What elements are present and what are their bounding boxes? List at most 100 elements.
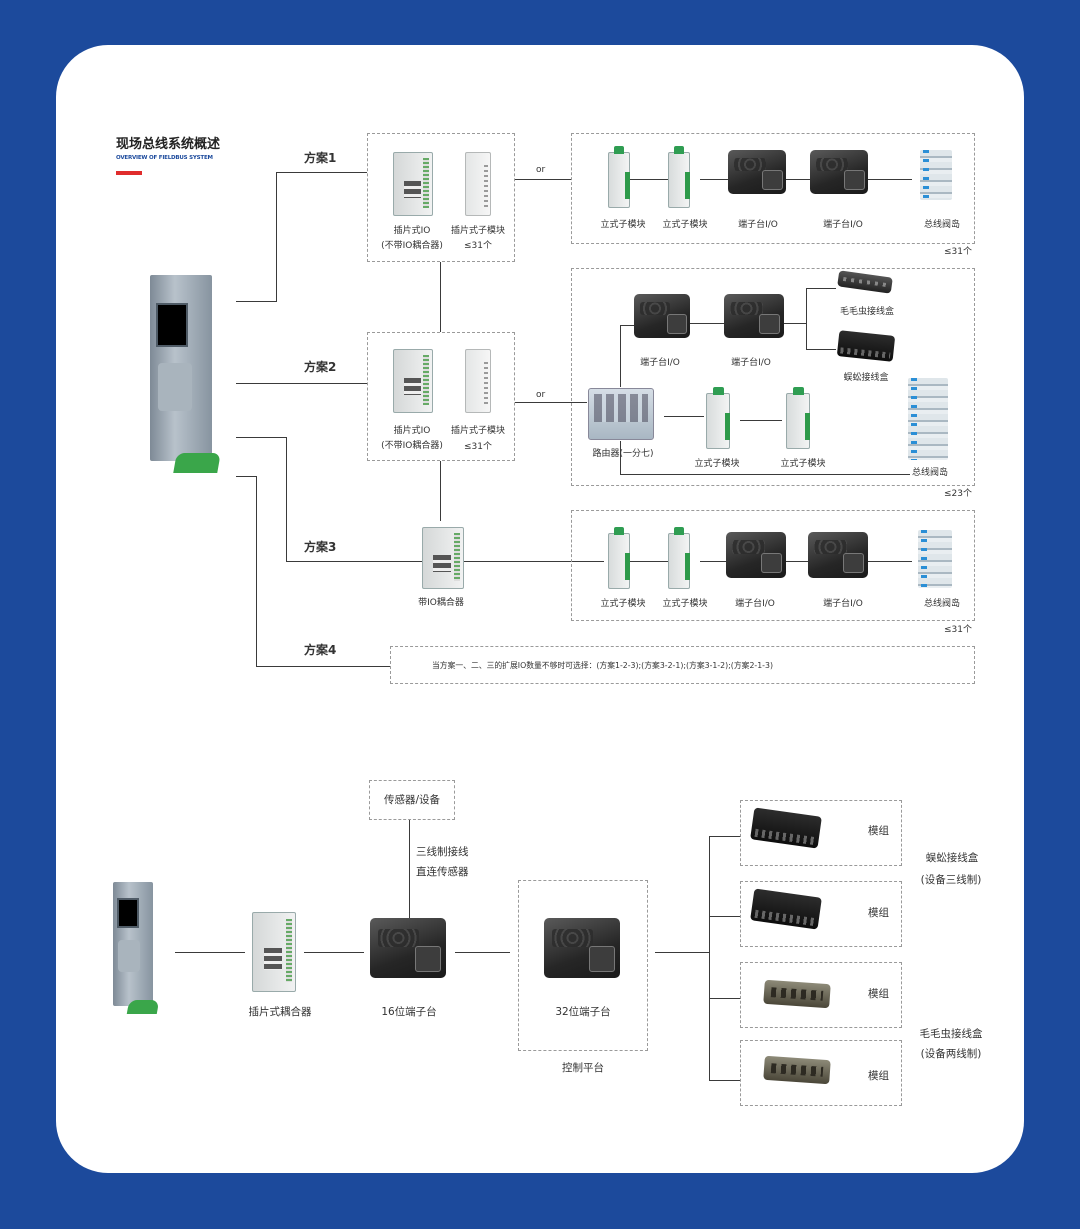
plc-controller xyxy=(150,275,212,461)
plan-3-label: 方案3 xyxy=(304,540,337,554)
connector-line xyxy=(440,262,441,332)
plc-keypad xyxy=(118,940,140,972)
or-label: or xyxy=(536,390,546,400)
connector-line xyxy=(236,437,286,438)
pluggable-io-label: 插片式IO xyxy=(393,226,431,236)
plan-2-pluggable-group xyxy=(367,332,515,461)
spider-box-label: 蜈蚣接线盒 xyxy=(843,373,889,383)
wiring-note: 三线制接线 xyxy=(416,846,469,858)
connector-line xyxy=(709,916,741,917)
pluggable-io-device xyxy=(393,152,433,216)
plan-1-limit: ≤31个 xyxy=(944,247,972,257)
plan-1-label: 方案1 xyxy=(304,151,337,165)
plan-3-expansion-group xyxy=(571,510,975,621)
chain-line xyxy=(740,420,782,421)
terminal-32-device xyxy=(544,918,620,978)
router-device xyxy=(588,388,654,440)
plc-screen xyxy=(117,898,139,928)
io-coupler-device xyxy=(422,527,464,589)
plan-4-note: 当方案一、二、三的扩展IO数量不够时可选择：(方案1-2-3);(方案3-2-1… xyxy=(432,661,773,670)
page-subtitle: OVERVIEW OF FIELDBUS SYSTEM xyxy=(116,155,213,161)
terminal-io-device xyxy=(724,294,784,338)
connector-line xyxy=(256,476,257,667)
terminal-io-device xyxy=(728,150,786,194)
plan-4-label: 方案4 xyxy=(304,643,337,657)
wiring-note: 直连传感器 xyxy=(416,866,469,878)
pluggable-coupler-label: 插片式耦合器 xyxy=(248,1006,312,1018)
chain-line xyxy=(620,474,910,475)
router-label: 路由器(一分七) xyxy=(592,449,654,459)
chain-line xyxy=(620,325,621,387)
pluggable-io-label: 插片式IO xyxy=(393,426,431,436)
control-platform-label: 控制平台 xyxy=(562,1062,604,1074)
module-box xyxy=(740,962,902,1028)
connector-line xyxy=(304,952,364,953)
vertical-submodule-device xyxy=(668,146,690,208)
io-coupler-label: 带IO耦合器 xyxy=(418,598,464,608)
plan-1-pluggable-group xyxy=(367,133,515,262)
terminal-16-label: 16位端子台 xyxy=(381,1006,437,1018)
valve-island-device xyxy=(918,530,952,588)
connector-line xyxy=(655,952,710,953)
chain-label: 立式子模块 xyxy=(600,220,646,230)
connector-line xyxy=(286,437,287,561)
chain-line xyxy=(700,561,728,562)
connector-line xyxy=(286,561,422,562)
pluggable-submodule-label: 插片式子模块 xyxy=(450,226,505,236)
connector-line xyxy=(276,172,277,302)
terminal-32-label: 32位端子台 xyxy=(555,1006,611,1018)
caterpillar-box-label: 毛毛虫接线盒 xyxy=(839,307,894,317)
pluggable-submodule-device xyxy=(465,349,491,413)
connector-line xyxy=(709,998,741,999)
chain-label: 端子台I/O xyxy=(738,220,778,230)
chain-label: 端子台I/O xyxy=(823,599,863,609)
pluggable-submodule-label: 插片式子模块 xyxy=(450,426,505,436)
plc-screen xyxy=(156,303,188,347)
connector-line xyxy=(709,1080,741,1081)
chain-label: 立式子模块 xyxy=(662,220,708,230)
chain-line xyxy=(806,288,836,289)
plan-2-label: 方案2 xyxy=(304,360,337,374)
chain-line xyxy=(620,325,634,326)
connector-line xyxy=(464,561,604,562)
terminal-io-label: 端子台I/O xyxy=(640,358,680,368)
pluggable-coupler-device xyxy=(252,912,296,992)
terminal-io-label: 端子台I/O xyxy=(731,358,771,368)
chain-label: 端子台I/O xyxy=(823,220,863,230)
connector-line xyxy=(409,820,410,918)
chain-line xyxy=(786,561,808,562)
terminal-io-device xyxy=(810,150,868,194)
connector-line xyxy=(276,172,367,173)
spider-box-subtitle: (设备三线制) xyxy=(920,874,982,886)
valve-island-label: 总线阀岛 xyxy=(911,468,948,478)
plan-3-limit: ≤31个 xyxy=(944,625,972,635)
terminal-io-device xyxy=(634,294,690,338)
chain-line xyxy=(806,288,807,350)
vertical-submodule-device xyxy=(668,527,690,589)
pluggable-io-device xyxy=(393,349,433,413)
connector-line xyxy=(256,666,390,667)
chain-line xyxy=(628,561,668,562)
module-label: 模组 xyxy=(868,1070,889,1082)
pluggable-submodule-device xyxy=(465,152,491,216)
connector-line xyxy=(236,476,256,477)
module-box xyxy=(740,881,902,947)
content-card xyxy=(56,45,1024,1173)
valve-island-device xyxy=(908,378,948,460)
vertical-submodule-device xyxy=(608,146,630,208)
chain-line xyxy=(784,323,806,324)
chain-label: 立式子模块 xyxy=(600,599,646,609)
caterpillar-box-device xyxy=(763,979,831,1009)
chain-line xyxy=(628,179,668,180)
plc-keypad xyxy=(158,363,192,411)
module-label: 模组 xyxy=(868,988,889,1000)
caterpillar-box-device xyxy=(763,1055,831,1085)
sensor-box xyxy=(369,780,455,820)
plc-cable xyxy=(126,1000,160,1014)
pluggable-submodule-limit: ≤31个 xyxy=(464,241,492,251)
chain-line xyxy=(690,323,724,324)
chain-label: 总线阀岛 xyxy=(923,599,960,609)
vertical-submodule-label: 立式子模块 xyxy=(780,459,826,469)
valve-island-device xyxy=(920,150,952,200)
control-platform-box xyxy=(518,880,648,1051)
